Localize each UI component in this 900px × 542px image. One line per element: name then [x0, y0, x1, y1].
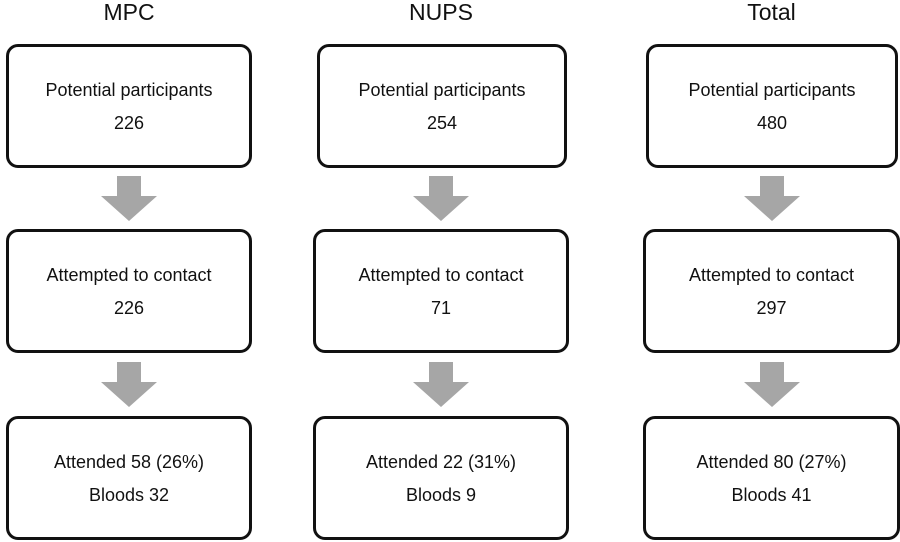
box-label: Potential participants: [45, 79, 213, 100]
box-label: Attended 58 (26%): [53, 451, 205, 472]
box-label: Attempted to contact: [358, 264, 524, 285]
box-label: Attempted to contact: [688, 264, 855, 285]
down-arrow-icon: [743, 176, 800, 221]
potential-participants-box: Potential participants 480: [646, 44, 898, 168]
down-arrow-icon: [413, 362, 469, 407]
box-value: 480: [756, 112, 788, 133]
box-label: Attended 22 (31%): [365, 451, 517, 472]
column-total: Total Potential participants 480 Attempt…: [643, 0, 900, 542]
down-arrow-icon: [743, 362, 800, 407]
down-arrow-icon: [101, 362, 157, 407]
column-nups: NUPS Potential participants 254 Attempte…: [313, 0, 569, 542]
box-value: 71: [430, 297, 452, 318]
attended-box: Attended 22 (31%) Bloods 9: [313, 416, 569, 540]
box-label: Attempted to contact: [46, 264, 212, 285]
column-title: MPC: [103, 0, 155, 25]
box-label: Potential participants: [358, 79, 526, 100]
attempted-contact-box: Attempted to contact 297: [643, 229, 900, 353]
box-value: Bloods 41: [731, 484, 812, 505]
box-value: 254: [426, 112, 458, 133]
attended-box: Attended 80 (27%) Bloods 41: [643, 416, 900, 540]
box-label: Potential participants: [688, 79, 856, 100]
down-arrow-icon: [413, 176, 469, 221]
box-value: Bloods 32: [88, 484, 170, 505]
attempted-contact-box: Attempted to contact 226: [6, 229, 252, 353]
column-title: NUPS: [409, 0, 473, 25]
box-value: Bloods 9: [405, 484, 477, 505]
potential-participants-box: Potential participants 254: [317, 44, 567, 168]
potential-participants-box: Potential participants 226: [6, 44, 252, 168]
box-label: Attended 80 (27%): [696, 451, 847, 472]
column-title: Total: [747, 0, 796, 25]
attempted-contact-box: Attempted to contact 71: [313, 229, 569, 353]
attended-box: Attended 58 (26%) Bloods 32: [6, 416, 252, 540]
box-value: 297: [756, 297, 787, 318]
column-mpc: MPC Potential participants 226 Attempted…: [6, 0, 252, 542]
box-value: 226: [113, 112, 145, 133]
down-arrow-icon: [101, 176, 157, 221]
box-value: 226: [113, 297, 145, 318]
